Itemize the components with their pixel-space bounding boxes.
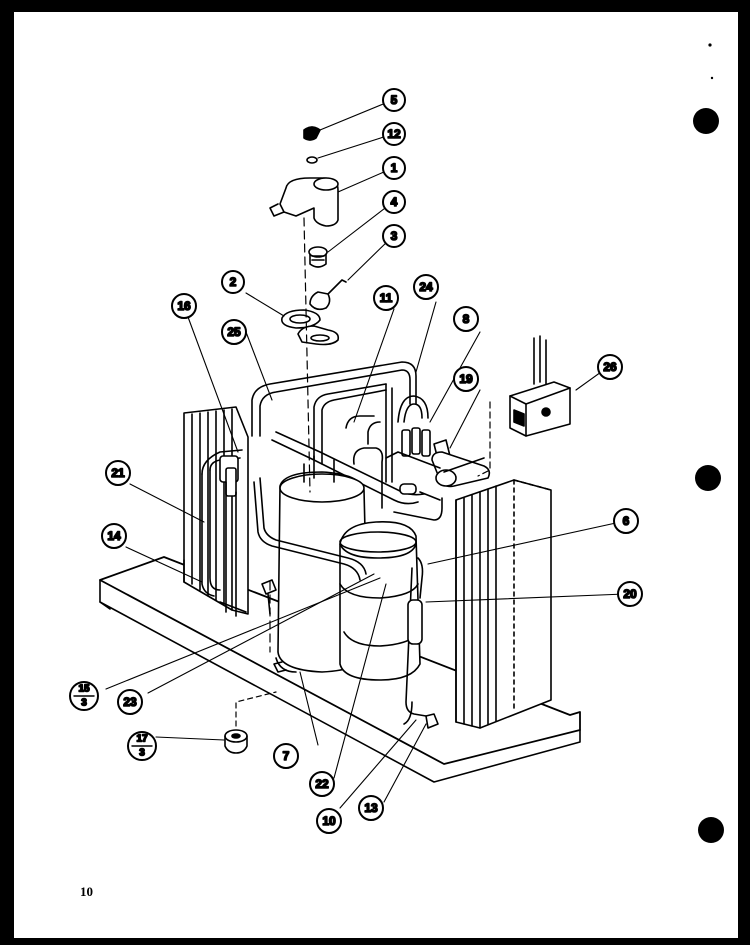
svg-text:5: 5 <box>391 93 398 107</box>
callout-22: 22 <box>309 771 335 797</box>
svg-text:13: 13 <box>364 801 378 815</box>
svg-text:3: 3 <box>139 748 145 759</box>
tubing-left <box>201 449 367 617</box>
callout-1: 1 <box>382 156 406 180</box>
callout-11: 11 <box>373 285 399 311</box>
grommet-projection-line <box>235 691 277 727</box>
punch-hole-bottom <box>698 817 724 843</box>
callout-2: 2 <box>221 270 245 294</box>
svg-text:3: 3 <box>391 229 398 243</box>
svg-text:7: 7 <box>283 749 290 763</box>
speck-mark <box>710 76 714 80</box>
svg-text:22: 22 <box>315 777 329 791</box>
svg-text:17: 17 <box>136 734 148 745</box>
callout-3: 3 <box>382 224 406 248</box>
overload-parts <box>269 126 347 346</box>
svg-text:19: 19 <box>459 372 473 386</box>
assembly-center-line <box>303 217 311 493</box>
svg-text:12: 12 <box>387 127 401 141</box>
callout-5: 5 <box>382 88 406 112</box>
svg-text:2: 2 <box>230 275 237 289</box>
callout-24: 24 <box>413 274 439 300</box>
svg-text:21: 21 <box>111 466 125 480</box>
callout-13: 13 <box>358 795 384 821</box>
callout-19: 19 <box>453 366 479 392</box>
refrigerant-piping <box>251 361 429 509</box>
callout-7: 7 <box>273 743 299 769</box>
svg-text:3: 3 <box>81 698 87 709</box>
mounting-bolt <box>261 579 277 615</box>
muffler-and-lines <box>393 483 443 521</box>
exploded-parts-diagram: 1 2 3 4 5 6 7 8 10 11 12 13 14 16 19 20 … <box>69 43 724 843</box>
solenoid-coil <box>509 335 571 437</box>
callout-4: 4 <box>382 190 406 214</box>
drier-and-capillary <box>403 557 439 729</box>
svg-text:6: 6 <box>623 514 630 528</box>
callout-17-over-3: 17 3 <box>127 731 157 761</box>
svg-text:16: 16 <box>177 299 191 313</box>
callout-23: 23 <box>117 689 143 715</box>
condenser-coil <box>455 479 552 729</box>
callout-12: 12 <box>382 122 406 146</box>
callout-14: 14 <box>101 523 127 549</box>
parts-sheet: 1 2 3 4 5 6 7 8 10 11 12 13 14 16 19 20 … <box>14 12 738 938</box>
svg-text:14: 14 <box>107 529 121 543</box>
svg-text:10: 10 <box>322 814 336 828</box>
callout-8: 8 <box>453 306 479 332</box>
svg-text:4: 4 <box>391 195 398 209</box>
base-pan <box>99 556 581 783</box>
compressor <box>273 455 421 681</box>
punch-hole-top <box>693 108 719 134</box>
valve-assembly <box>385 427 491 488</box>
callout-16: 16 <box>171 293 197 319</box>
page-number: 10 <box>80 884 93 899</box>
punch-hole-middle <box>695 465 721 491</box>
solenoid-projection-line <box>477 401 491 477</box>
svg-text:15: 15 <box>78 684 90 695</box>
grommet <box>224 729 248 754</box>
svg-text:26: 26 <box>603 360 617 374</box>
callout-26: 26 <box>597 354 623 380</box>
evaporator-coil <box>183 406 249 615</box>
svg-text:1: 1 <box>391 161 398 175</box>
callout-6: 6 <box>613 508 639 534</box>
callout-10: 10 <box>316 808 342 834</box>
svg-text:23: 23 <box>123 695 137 709</box>
svg-text:11: 11 <box>380 291 393 305</box>
svg-text:20: 20 <box>623 587 637 601</box>
callout-15-over-3: 15 3 <box>69 681 99 711</box>
callout-21: 21 <box>105 460 131 486</box>
svg-text:8: 8 <box>463 312 470 326</box>
svg-text:24: 24 <box>419 280 433 294</box>
leader-lines <box>105 99 626 809</box>
svg-text:25: 25 <box>227 325 241 339</box>
callout-20: 20 <box>617 581 643 607</box>
callout-25: 25 <box>221 319 247 345</box>
speck-mark <box>708 43 712 47</box>
